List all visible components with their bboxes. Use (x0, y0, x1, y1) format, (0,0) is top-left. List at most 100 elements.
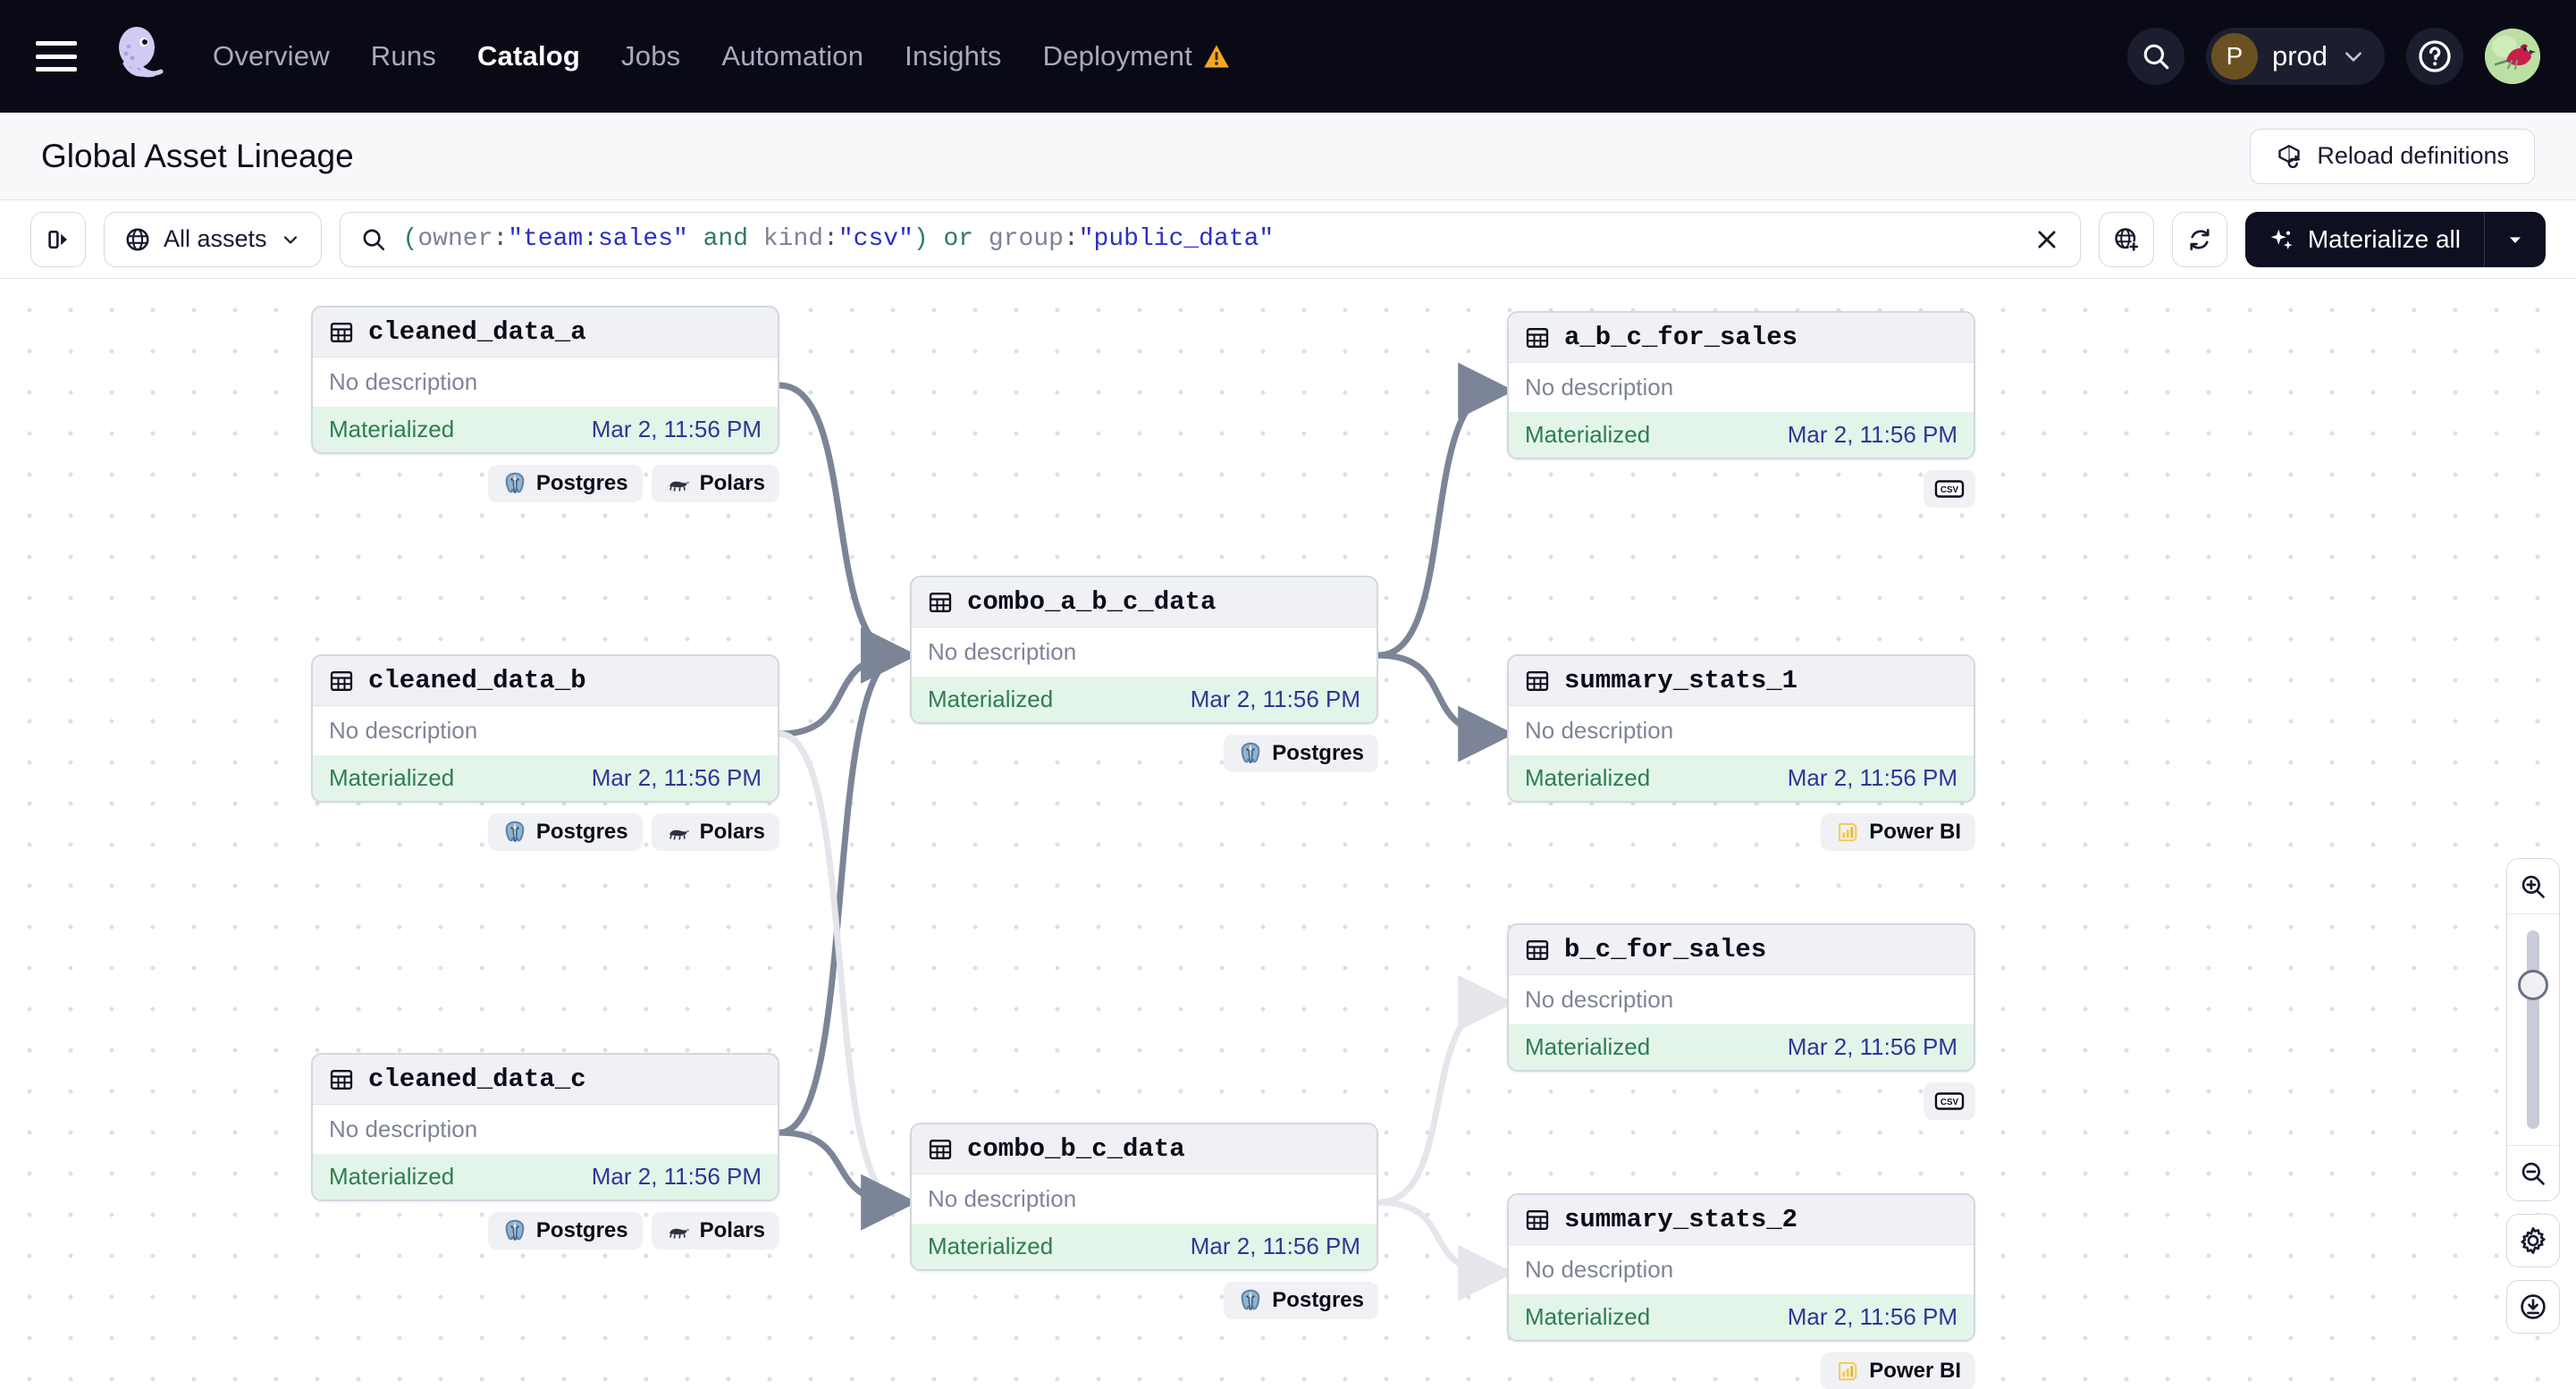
asset-card[interactable]: cleaned_data_a No description Materializ… (311, 306, 779, 454)
hamburger-menu-icon[interactable] (36, 41, 77, 72)
asset-tag-polars[interactable]: Polars (651, 465, 779, 502)
asset-tag-postgres[interactable]: Postgres (1224, 735, 1378, 772)
expand-panel-button[interactable] (30, 211, 86, 267)
materialize-divider (2484, 211, 2485, 267)
asset-tag-powerbi[interactable]: Power BI (1821, 813, 1975, 851)
asset-tags: Postgres (910, 1282, 1378, 1319)
asset-name: combo_b_c_data (967, 1134, 1185, 1164)
asset-name: b_c_for_sales (1564, 935, 1767, 964)
asset-card[interactable]: a_b_c_for_sales No description Materiali… (1507, 311, 1975, 459)
search-input[interactable]: (owner:"team:sales" and kind:"csv") or g… (403, 225, 1275, 253)
asset-tag-postgres[interactable]: Postgres (487, 813, 643, 851)
help-button[interactable] (2406, 28, 2463, 85)
asset-scope-selector[interactable]: All assets (104, 211, 322, 267)
materialize-options-button[interactable] (2485, 229, 2546, 250)
asset-tags: CSV (1507, 470, 1975, 508)
asset-status-row: Materialized Mar 2, 11:56 PM (313, 407, 778, 452)
nav-item-deployment[interactable]: Deployment (1043, 40, 1230, 72)
deployment-initial: P (2210, 33, 2258, 80)
asset-node-cleaned_data_c[interactable]: cleaned_data_c No description Materializ… (311, 1053, 779, 1250)
asset-card[interactable]: summary_stats_1 No description Materiali… (1507, 654, 1975, 803)
query-token: ( (402, 225, 418, 253)
asset-tag-label: Polars (699, 471, 765, 495)
nav-item-catalog[interactable]: Catalog (476, 40, 581, 72)
zoom-out-icon (2521, 1162, 2545, 1185)
download-graph-button[interactable] (2506, 1280, 2560, 1334)
asset-card[interactable]: cleaned_data_b No description Materializ… (311, 654, 779, 803)
zoom-out-button[interactable] (2507, 1145, 2559, 1200)
asset-name: summary_stats_2 (1564, 1205, 1798, 1234)
asset-card[interactable]: b_c_for_sales No description Materialize… (1507, 923, 1975, 1072)
lineage-canvas[interactable]: cleaned_data_a No description Materializ… (0, 279, 2576, 1389)
asset-tag-polars[interactable]: Polars (651, 813, 779, 851)
user-avatar-bird (2485, 29, 2540, 84)
expand-panel-icon (48, 230, 67, 248)
zoom-slider[interactable] (2507, 914, 2559, 1145)
asset-tag-label: Polars (699, 820, 765, 844)
asset-tag-postgres[interactable]: Postgres (487, 465, 643, 502)
csv-icon: CSV (1934, 1092, 1965, 1110)
asset-node-combo_b_c_data[interactable]: combo_b_c_data No description Materializ… (910, 1123, 1378, 1319)
asset-status-row: Materialized Mar 2, 11:56 PM (912, 1224, 1376, 1269)
deployment-switcher[interactable]: P prod (2205, 28, 2385, 85)
zoom-in-button[interactable] (2507, 859, 2559, 914)
asset-tag-postgres[interactable]: Postgres (487, 1212, 643, 1250)
asset-tag-csv[interactable]: CSV (1924, 470, 1975, 508)
asset-card-header: summary_stats_1 (1509, 656, 1974, 706)
global-search-button[interactable] (2126, 28, 2185, 85)
query-token: or (928, 225, 989, 253)
asset-node-cleaned_data_a[interactable]: cleaned_data_a No description Materializ… (311, 306, 779, 502)
asset-card[interactable]: cleaned_data_c No description Materializ… (311, 1053, 779, 1201)
table-grid-icon (1526, 327, 1549, 348)
asset-scope-label: All assets (164, 225, 267, 252)
nav-item-automation[interactable]: Automation (721, 40, 864, 72)
asset-tag-csv[interactable]: CSV (1924, 1082, 1975, 1120)
asset-card[interactable]: summary_stats_2 No description Materiali… (1507, 1193, 1975, 1342)
asset-tag-polars[interactable]: Polars (651, 1212, 779, 1250)
query-token: kind (762, 225, 824, 253)
close-x-icon[interactable] (2033, 226, 2060, 253)
asset-card-header: summary_stats_2 (1509, 1195, 1974, 1245)
asset-tag-postgres[interactable]: Postgres (1224, 1282, 1378, 1319)
postgres-icon (505, 821, 525, 842)
postgres-icon (505, 1219, 525, 1241)
asset-card[interactable]: combo_a_b_c_data No description Material… (910, 576, 1378, 724)
zoom-slider-thumb[interactable] (2518, 970, 2548, 1000)
nav-item-runs[interactable]: Runs (370, 40, 436, 72)
asset-query-search[interactable]: (owner:"team:sales" and kind:"csv") or g… (339, 211, 2081, 267)
asset-node-summary_stats_1[interactable]: summary_stats_1 No description Materiali… (1507, 654, 1975, 851)
asset-status-row: Materialized Mar 2, 11:56 PM (1509, 755, 1974, 801)
nav-item-insights[interactable]: Insights (905, 40, 1002, 72)
table-grid-icon (929, 592, 952, 612)
asset-node-summary_stats_2[interactable]: summary_stats_2 No description Materiali… (1507, 1193, 1975, 1389)
asset-node-combo_a_b_c_data[interactable]: combo_a_b_c_data No description Material… (910, 576, 1378, 772)
lineage-edge (1375, 1199, 1515, 1301)
dagster-logo[interactable] (107, 24, 172, 88)
table-grid-icon (1526, 670, 1549, 691)
package-reload-icon (2278, 144, 2301, 168)
asset-node-a_b_c_for_sales[interactable]: a_b_c_for_sales No description Materiali… (1507, 311, 1975, 508)
polars-icon (669, 481, 689, 492)
reload-definitions-button[interactable]: Reload definitions (2250, 128, 2535, 184)
asset-tags: Postgres Polars (311, 1212, 779, 1250)
query-token: "csv" (838, 225, 913, 253)
materialize-all-main[interactable]: Materialize all (2245, 225, 2484, 254)
nav-item-jobs[interactable]: Jobs (621, 40, 681, 72)
refresh-button[interactable] (2171, 211, 2227, 267)
asset-status-label: Materialized (329, 416, 455, 442)
graph-settings-button[interactable] (2506, 1214, 2560, 1267)
asset-tag-label: Postgres (535, 1218, 628, 1242)
add-global-filter-button[interactable] (2098, 211, 2154, 267)
user-avatar[interactable] (2485, 29, 2540, 84)
asset-description: No description (912, 1174, 1376, 1224)
nav-item-overview[interactable]: Overview (213, 40, 330, 72)
query-token: : (492, 225, 509, 253)
materialize-all-button[interactable]: Materialize all (2244, 211, 2546, 267)
table-grid-icon (929, 1139, 952, 1159)
asset-card[interactable]: combo_b_c_data No description Materializ… (910, 1123, 1378, 1271)
asset-node-cleaned_data_b[interactable]: cleaned_data_b No description Materializ… (311, 654, 779, 851)
asset-node-b_c_for_sales[interactable]: b_c_for_sales No description Materialize… (1507, 923, 1975, 1120)
question-mark-icon (2419, 40, 2451, 72)
sparkle-icon (2270, 229, 2293, 249)
asset-tag-powerbi[interactable]: Power BI (1821, 1352, 1975, 1389)
